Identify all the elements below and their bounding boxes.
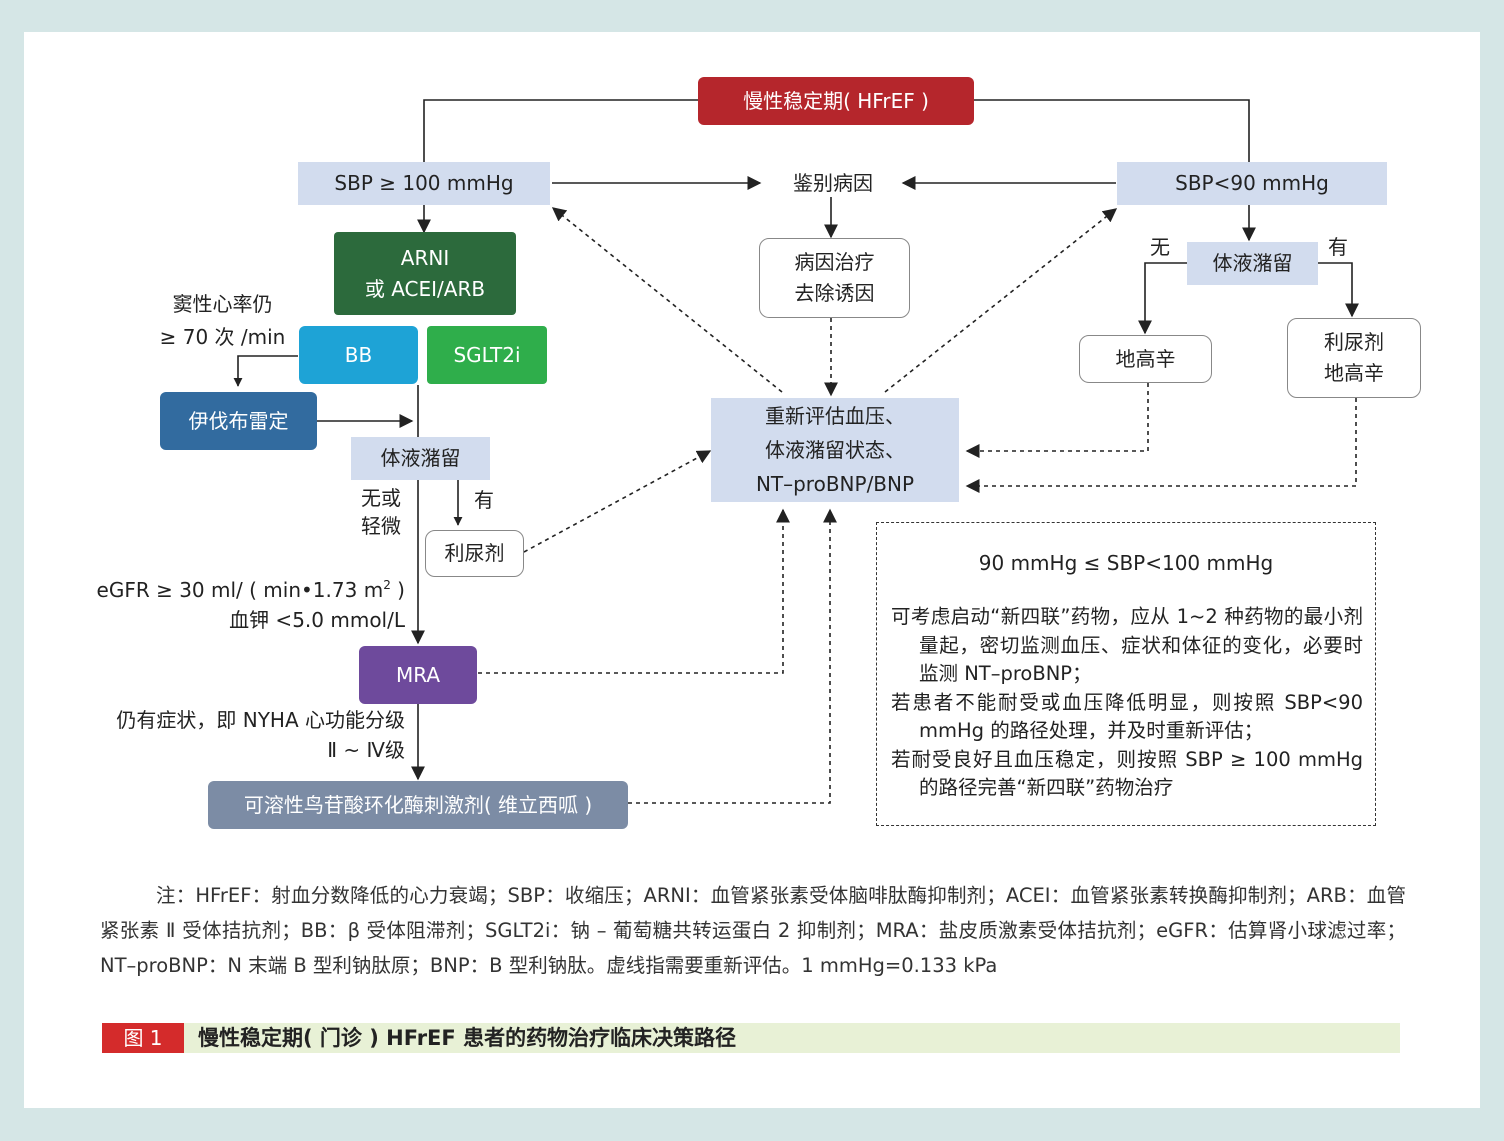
dashed-sgc-reassess: [628, 508, 837, 804]
node-identify-etiology-text: 鉴别病因: [793, 170, 873, 195]
intermediate-sbp-items: 可考虑启动“新四联”药物，应从 1~2 种药物的最小剂量起，密切监测血压、症状和…: [891, 603, 1363, 803]
label-egfr-close: ): [390, 578, 405, 602]
figure-caption: 图 1 慢性稳定期( 门诊 ) HFrEF 患者的药物治疗临床决策路径: [102, 1023, 1400, 1053]
dashed-diuretic-left-reassess: [523, 450, 712, 553]
node-etiology-treatment: 病因治疗 去除诱因: [759, 238, 910, 318]
node-diuretic-left-text: 利尿剂: [444, 541, 505, 565]
intermediate-sbp-item-2: 若患者不能耐受或血压降低明显，则按照 SBP<90 mmHg 的路径处理，并及时…: [891, 690, 1363, 743]
label-sinus-heart-rate-line1: 窦性心率仍: [172, 292, 273, 316]
intermediate-sbp-title: 90 mmHg ≤ SBP<100 mmHg: [978, 551, 1274, 575]
node-mra-text: MRA: [395, 662, 441, 687]
node-diuretic-digoxin-line1: 利尿剂: [1324, 330, 1384, 354]
figure-note-text: 注：HFrEF：射血分数降低的心力衰竭；SBP：收缩压；ARNI：血管紧张素受体…: [100, 884, 1406, 977]
node-sgc-stimulator: 可溶性鸟苷酸环化酶刺激剂( 维立西呱 ): [208, 781, 628, 829]
node-mra: MRA: [359, 646, 477, 704]
node-sbp-high: SBP ≥ 100 mmHg: [298, 162, 550, 205]
node-reassess: 重新评估血压、 体液潴留状态、 NT–proBNP/BNP: [711, 398, 959, 502]
dashed-mra-reassess: [478, 508, 790, 674]
node-reassess-line2: 体液潴留状态、: [765, 438, 905, 462]
node-fluid-retention-left: 体液潴留: [351, 437, 490, 480]
arrow-bb-ivabradine: [233, 355, 298, 387]
intermediate-sbp-item-1: 可考虑启动“新四联”药物，应从 1~2 种药物的最小剂量起，密切监测血压、症状和…: [891, 605, 1363, 685]
node-fluid-retention-left-text: 体液潴留: [380, 446, 461, 470]
figure-number: 图 1: [102, 1023, 184, 1053]
node-sbp-low-text: SBP<90 mmHg: [1175, 171, 1329, 195]
node-bb-text: BB: [344, 342, 373, 367]
node-reassess-line3: NT–proBNP/BNP: [755, 472, 915, 496]
node-diuretic-digoxin: 利尿剂 地高辛: [1287, 318, 1421, 398]
arrow-fluid-digoxin: [1138, 262, 1187, 335]
node-diuretic-digoxin-line2: 地高辛: [1324, 361, 1384, 385]
node-fluid-retention-right: 体液潴留: [1187, 242, 1318, 285]
node-fluid-retention-right-text: 体液潴留: [1212, 251, 1293, 275]
arrow-fluid-diuretic: [1318, 262, 1359, 318]
dashed-digoxin-reassess: [965, 383, 1149, 458]
intermediate-sbp-box: 90 mmHg ≤ SBP<100 mmHg 可考虑启动“新四联”药物，应从 1…: [876, 522, 1376, 826]
node-ivabradine: 伊伐布雷定: [160, 392, 317, 450]
label-none-or-mild-line1: 无或: [361, 486, 401, 510]
label-egfr-potassium: eGFR ≥ 30 ml/ ( min•1.73 m2 ) 血钾 <5.0 mm…: [60, 570, 405, 635]
node-digoxin: 地高辛: [1079, 335, 1212, 383]
dashed-reassess-sbp-high: [551, 207, 783, 393]
intermediate-sbp-item-3: 若耐受良好且血压稳定，则按照 SBP ≥ 100 mmHg 的路径完善“新四联”…: [891, 747, 1363, 800]
label-none-or-mild-line2: 轻微: [361, 514, 401, 538]
label-sinus-heart-rate: 窦性心率仍 ≥ 70 次 /min: [150, 290, 295, 352]
label-egfr-main: eGFR ≥ 30 ml/ ( min•1.73 m: [96, 578, 384, 602]
label-nyha-line1: 仍有症状，即 NYHA 心功能分级: [116, 708, 405, 732]
node-arni-line1: ARNI: [400, 245, 450, 270]
figure-title: 慢性稳定期( 门诊 ) HFrEF 患者的药物治疗临床决策路径: [198, 1026, 737, 1050]
label-egfr: eGFR ≥ 30 ml/ ( min•1.73 m2 ): [60, 570, 405, 605]
label-none-or-mild: 无或 轻微: [355, 484, 407, 540]
node-sbp-high-text: SBP ≥ 100 mmHg: [334, 171, 514, 195]
label-potassium: 血钾 <5.0 mmol/L: [229, 608, 405, 632]
dashed-diuretic-right-reassess: [965, 398, 1357, 493]
node-sglt2i-text: SGLT2i: [453, 342, 521, 367]
label-nyha: 仍有症状，即 NYHA 心功能分级 Ⅱ ~ Ⅳ级: [50, 705, 405, 765]
connector-top-left: [423, 99, 698, 162]
node-chronic-stable-hfref: 慢性稳定期( HFrEF ): [698, 77, 974, 125]
node-arni: ARNI 或 ACEI/ARB: [334, 232, 516, 315]
node-identify-etiology: 鉴别病因: [765, 166, 901, 200]
label-yes: 有: [1328, 235, 1348, 259]
node-chronic-stable-hfref-text: 慢性稳定期( HFrEF ): [743, 88, 929, 113]
node-sglt2i: SGLT2i: [427, 326, 547, 384]
dashed-reassess-sbp-low: [884, 208, 1118, 393]
node-sbp-low: SBP<90 mmHg: [1117, 162, 1387, 205]
label-left-yes: 有: [474, 488, 494, 512]
connector-top-right: [974, 99, 1250, 162]
label-nyha-line2: Ⅱ ~ Ⅳ级: [327, 738, 405, 762]
node-sgc-stimulator-text: 可溶性鸟苷酸环化酶刺激剂( 维立西呱 ): [243, 792, 593, 817]
label-egfr-sup: 2: [383, 578, 391, 592]
figure-note: 注：HFrEF：射血分数降低的心力衰竭；SBP：收缩压；ARNI：血管紧张素受体…: [100, 878, 1406, 983]
label-no: 无: [1150, 235, 1170, 259]
label-sinus-heart-rate-line2: ≥ 70 次 /min: [159, 325, 286, 349]
node-etiology-line1: 病因治疗: [794, 250, 875, 274]
node-diuretic-left: 利尿剂: [425, 530, 524, 577]
node-bb: BB: [299, 326, 418, 384]
node-ivabradine-text: 伊伐布雷定: [188, 408, 289, 433]
node-digoxin-text: 地高辛: [1115, 346, 1176, 371]
node-reassess-line1: 重新评估血压、: [765, 404, 905, 428]
node-etiology-line2: 去除诱因: [794, 281, 875, 305]
node-arni-line2: 或 ACEI/ARB: [364, 276, 486, 301]
